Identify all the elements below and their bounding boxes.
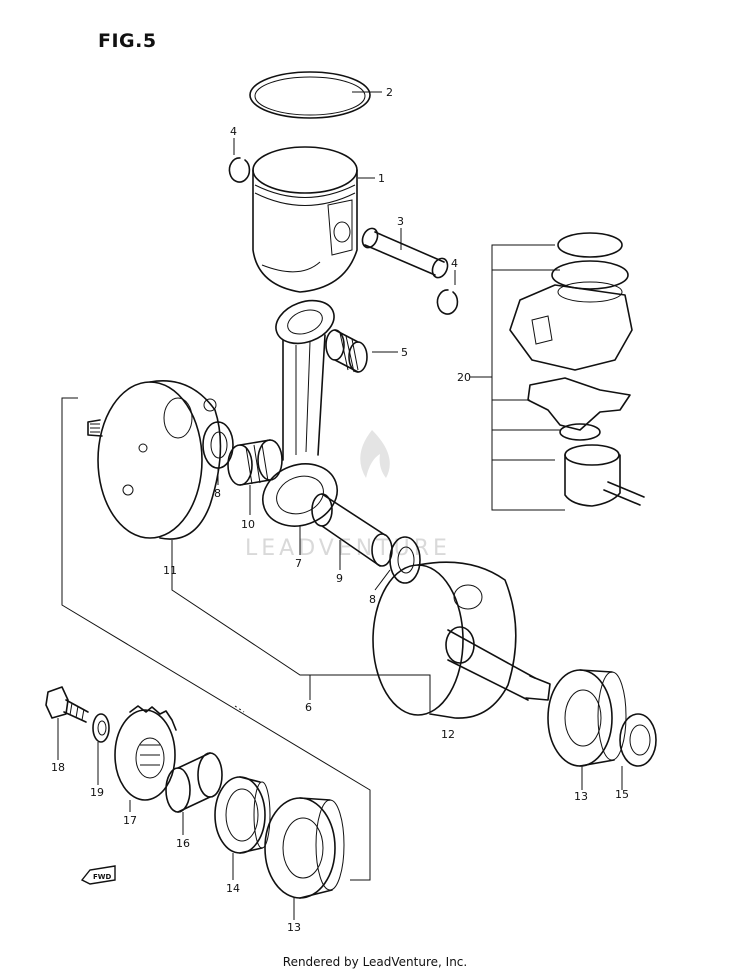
callout-19: 19	[90, 786, 104, 799]
callout-5: 5	[401, 346, 408, 359]
callout-4-lower: 4	[451, 257, 458, 270]
fwd-arrow-icon: FWD	[80, 865, 116, 885]
primary-drive-gear	[114, 705, 177, 801]
callout-10: 10	[241, 518, 255, 531]
callout-20: 20	[457, 371, 471, 384]
big-end-bearing	[227, 439, 283, 486]
connecting-rod	[262, 299, 338, 527]
right-crank-half	[372, 561, 551, 719]
callout-16: 16	[176, 837, 190, 850]
callout-13-left: 13	[287, 921, 301, 934]
piston-pin	[361, 227, 449, 279]
callout-3: 3	[397, 215, 404, 228]
circlip-lower	[436, 289, 459, 315]
callout-1: 1	[378, 172, 385, 185]
callout-2: 2	[386, 86, 393, 99]
fwd-text: FWD	[93, 873, 112, 881]
crank-pin	[311, 493, 393, 567]
spacer	[165, 752, 223, 813]
callout-15: 15	[615, 788, 629, 801]
lock-washer	[92, 713, 110, 743]
oil-seal-left	[214, 776, 271, 854]
piston-ring	[249, 71, 371, 119]
callout-6: 6	[305, 701, 312, 714]
left-crank-half	[87, 380, 222, 540]
callout-17: 17	[123, 814, 137, 827]
oil-seal-right	[619, 713, 657, 767]
callout-12: 12	[441, 728, 455, 741]
callout-14: 14	[226, 882, 240, 895]
callout-18: 18	[51, 761, 65, 774]
callout-4-upper: 4	[230, 125, 237, 138]
callout-8-right: 8	[369, 593, 376, 606]
callout-9: 9	[336, 572, 343, 585]
leader-lines	[57, 91, 623, 920]
main-bearing-left	[264, 797, 345, 899]
callout-11: 11	[163, 564, 177, 577]
bolt	[45, 686, 89, 723]
piston	[252, 146, 358, 293]
callout-labels: 2 1 4 3 4 5 20 8 10 11 7 9 8 6 12 18 19 …	[51, 86, 629, 934]
leadventure-watermark: LEADVENTURE	[245, 430, 447, 561]
figure-title: FIG.5	[98, 30, 157, 52]
thrust-washer-left	[202, 421, 234, 469]
main-bearing-right	[547, 669, 627, 767]
small-end-bearing	[325, 329, 368, 373]
render-credit: Rendered by LeadVenture, Inc.	[282, 955, 468, 969]
crankshaft-assembly-bracket	[61, 397, 431, 881]
circlip-upper	[228, 157, 251, 183]
callout-8-left: 8	[214, 487, 221, 500]
top-end-kit	[470, 232, 645, 511]
callout-7: 7	[295, 557, 302, 570]
callout-13-right: 13	[574, 790, 588, 803]
